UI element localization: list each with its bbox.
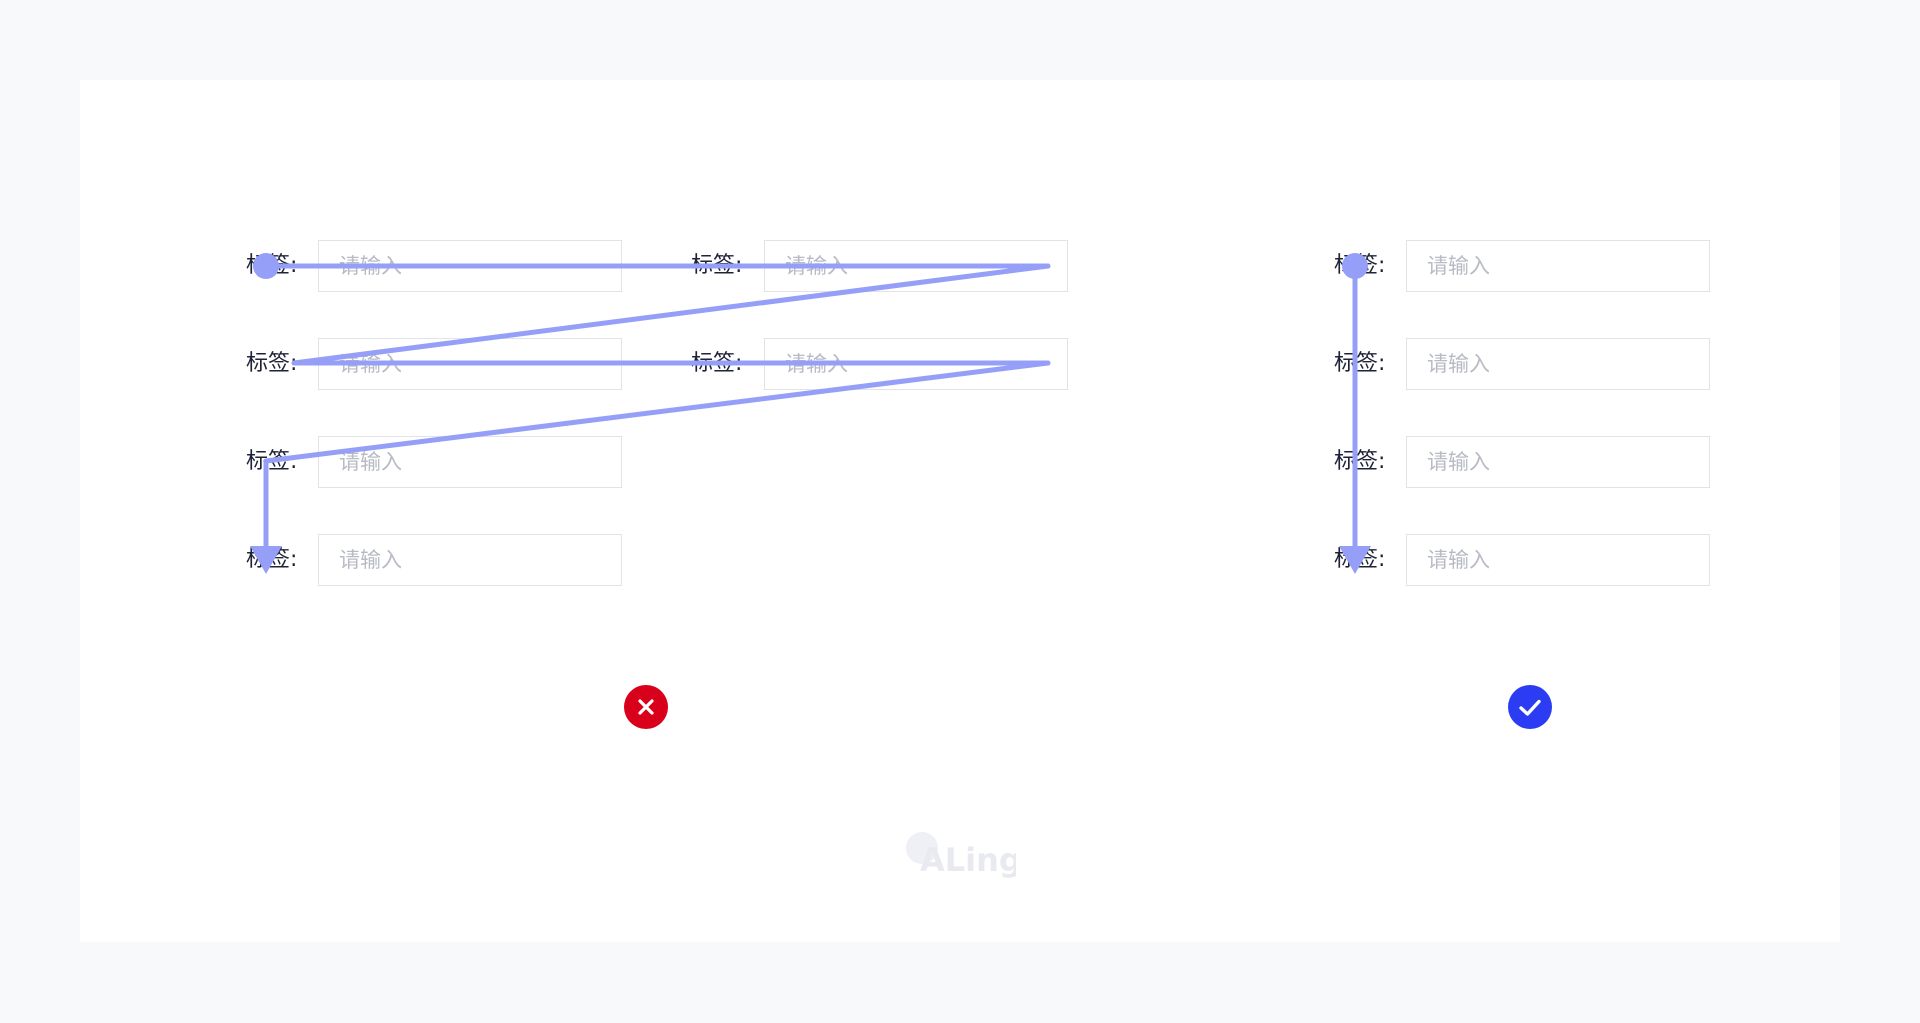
text-input[interactable] (318, 240, 622, 292)
form-label: 标签: (1334, 253, 1386, 278)
text-input[interactable] (1406, 436, 1710, 488)
text-input[interactable] (1406, 338, 1710, 390)
form-label: 标签: (691, 351, 743, 376)
form-label: 标签: (246, 547, 298, 572)
form-item: 标签: (1334, 436, 1710, 488)
form-item: 标签: (1334, 534, 1710, 586)
text-input[interactable] (1406, 240, 1710, 292)
text-input[interactable] (764, 240, 1068, 292)
text-input[interactable] (1406, 534, 1710, 586)
close-icon (624, 685, 668, 729)
form-item: 标签: (691, 338, 1068, 390)
form-item: 标签: (246, 240, 622, 292)
check-icon (1508, 685, 1552, 729)
form-label: 标签: (691, 253, 743, 278)
watermark-text: ALing (920, 841, 1016, 879)
form-label: 标签: (246, 449, 298, 474)
form-item: 标签: (1334, 338, 1710, 390)
text-input[interactable] (318, 436, 622, 488)
form-item: 标签: (246, 338, 622, 390)
form-item: 标签: (246, 436, 622, 488)
form-label: 标签: (1334, 351, 1386, 376)
content-card (80, 80, 1840, 942)
form-item: 标签: (246, 534, 622, 586)
text-input[interactable] (318, 338, 622, 390)
form-item: 标签: (691, 240, 1068, 292)
form-label: 标签: (246, 253, 298, 278)
form-label: 标签: (1334, 449, 1386, 474)
form-label: 标签: (246, 351, 298, 376)
form-item: 标签: (1334, 240, 1710, 292)
text-input[interactable] (764, 338, 1068, 390)
watermark-logo: ALing (906, 828, 1022, 884)
text-input[interactable] (318, 534, 622, 586)
form-label: 标签: (1334, 547, 1386, 572)
